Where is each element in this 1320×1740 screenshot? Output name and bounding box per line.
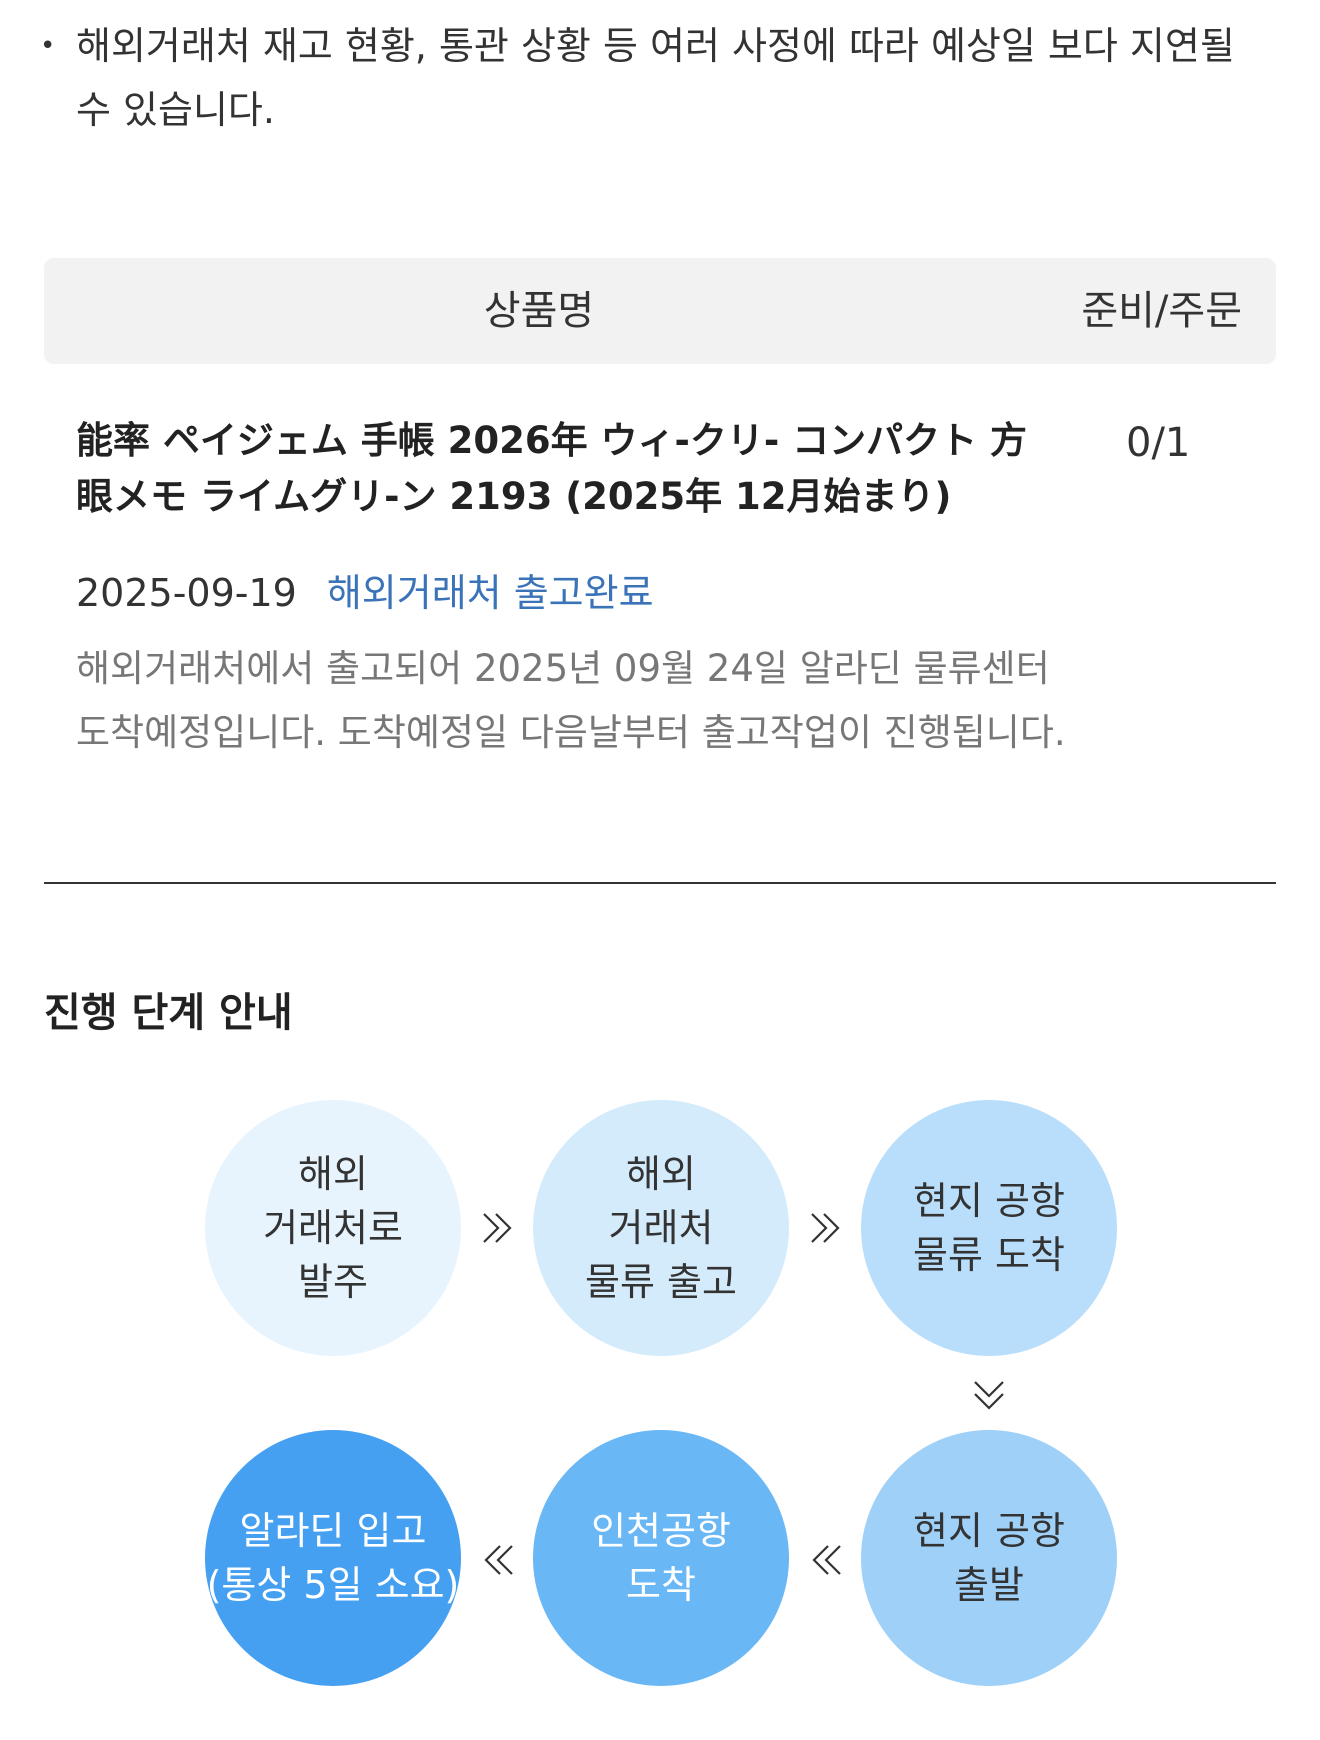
product-table-header: 상품명 준비/주문	[44, 258, 1276, 364]
step-overseas-shipment: 해외 거래처 물류 출고	[533, 1100, 789, 1356]
double-chevron-left-icon	[478, 1540, 518, 1580]
double-chevron-down-icon	[969, 1376, 1009, 1416]
step-aladin-receiving: 알라딘 입고 (통상 5일 소요)	[205, 1430, 461, 1686]
status-date: 2025-09-19	[76, 571, 297, 615]
status-description: 해외거래처에서 출고되어 2025년 09월 24일 알라딘 물류센터 도착예정…	[76, 647, 1066, 754]
status-label: 해외거래처 출고완료	[326, 571, 654, 615]
column-ready-order: 준비/주문	[1081, 288, 1242, 334]
step-local-airport-arrival: 현지 공항 물류 도착	[861, 1100, 1117, 1356]
double-chevron-right-icon	[806, 1208, 846, 1248]
step-overseas-order: 해외 거래처로 발주	[205, 1100, 461, 1356]
double-chevron-left-icon	[806, 1540, 846, 1580]
product-title[interactable]: 能率 ペイジェム 手帳 2026年 ウィ-クリ- コンパクト 方眼メモ ライムグ…	[76, 419, 1027, 518]
step-local-airport-departure: 현지 공항 출발	[861, 1430, 1117, 1686]
delay-notice: • 해외거래처 재고 현황, 통관 상황 등 여러 사정에 따라 예상일 보다 …	[40, 14, 1280, 142]
product-ready-order-count: 0/1	[1126, 420, 1191, 466]
section-divider	[44, 882, 1276, 884]
column-product-name: 상품명	[483, 288, 595, 334]
double-chevron-right-icon	[478, 1208, 518, 1248]
notice-bullet: •	[40, 31, 56, 61]
notice-text: 해외거래처 재고 현황, 통관 상황 등 여러 사정에 따라 예상일 보다 지연…	[76, 24, 1235, 132]
step-incheon-arrival: 인천공항 도착	[533, 1430, 789, 1686]
steps-section-title: 진행 단계 안내	[44, 990, 293, 1036]
shipment-status-line: 2025-09-19 해외거래처 출고완료	[76, 562, 654, 617]
